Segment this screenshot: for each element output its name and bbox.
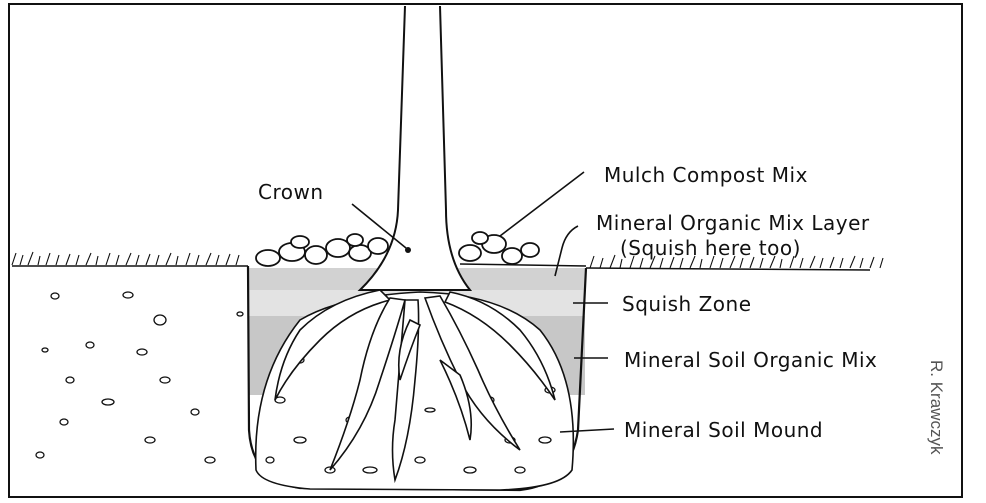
mineral-soil-organic-label: Mineral Soil Organic Mix xyxy=(624,348,877,372)
mulch-leader xyxy=(500,172,584,236)
mineral-soil-mound-label: Mineral Soil Mound xyxy=(624,418,823,442)
native-soil-speckles xyxy=(36,292,243,463)
crown-label: Crown xyxy=(258,180,324,204)
squish-here-note: (Squish here too) xyxy=(620,236,801,260)
mineral-organic-layer-label: Mineral Organic Mix Layer xyxy=(596,211,870,235)
squish-zone-label: Squish Zone xyxy=(622,292,752,316)
mulch-compost-label: Mulch Compost Mix xyxy=(604,163,808,187)
artist-credit: R. Krawczyk xyxy=(926,360,946,454)
